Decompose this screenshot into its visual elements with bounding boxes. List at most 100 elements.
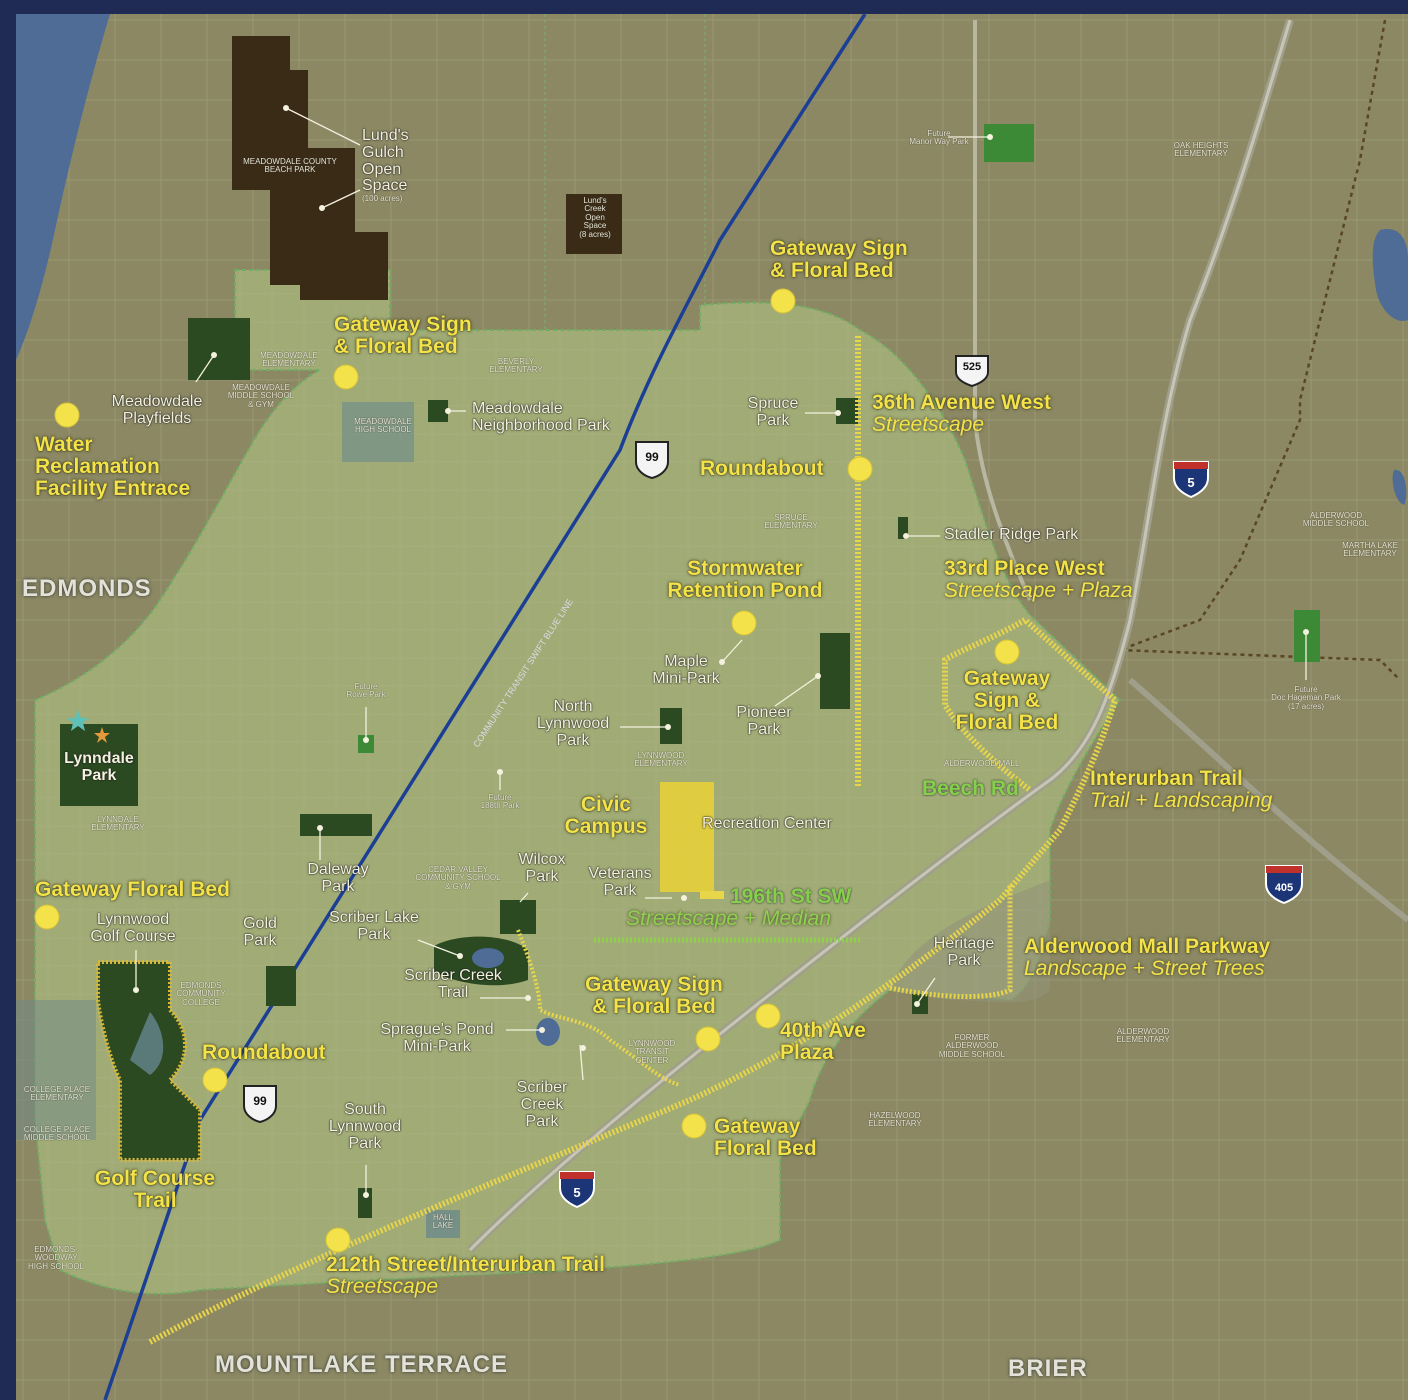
marker-212th[interactable] <box>325 1227 351 1253</box>
city-edmonds: EDMONDS <box>22 575 152 602</box>
label-beech-rd: Beech Rd <box>922 777 1019 800</box>
label-recreation-center: Recreation Center <box>702 815 832 832</box>
marker-gateway-meadowdale[interactable] <box>333 364 359 390</box>
label-stadler-ridge: Stadler Ridge Park <box>944 526 1079 543</box>
marker-water-reclamation[interactable] <box>54 402 80 428</box>
city-mountlake-terrace: MOUNTLAKE TERRACE <box>215 1351 508 1378</box>
svg-text:99: 99 <box>645 450 659 464</box>
marker-gateway-south-central[interactable] <box>695 1026 721 1052</box>
martha-lake <box>1372 229 1408 321</box>
marker-roundabout-south[interactable] <box>202 1067 228 1093</box>
i5-north-shield-icon: 5 <box>1173 461 1209 499</box>
label-gateway-south-central: Gateway Sign& Floral Bed <box>585 973 723 1019</box>
alderwood-mall-corridor <box>889 885 1013 1000</box>
puget-sound <box>16 14 110 360</box>
interurban-corridor <box>148 616 1119 1345</box>
lake-small-east <box>1392 469 1407 505</box>
i405-highway <box>1128 677 1408 923</box>
svg-text:5: 5 <box>573 1185 580 1200</box>
i5-south-shield-icon: 5 <box>559 1171 595 1209</box>
label-alderwood-mall-parkway: Alderwood Mall Parkway Landscape + Stree… <box>1024 935 1271 981</box>
label-roundabout-south: Roundabout <box>202 1041 326 1064</box>
label-interurban-trail: Interurban Trail Trail + Landscaping <box>1090 767 1273 813</box>
marker-gateway-alderwood[interactable] <box>994 639 1020 665</box>
meadowdale-playfields-shape <box>188 318 250 380</box>
svg-text:99: 99 <box>253 1094 267 1108</box>
marker-stormwater[interactable] <box>731 610 757 636</box>
sr525-highway <box>973 20 1032 601</box>
svg-text:405: 405 <box>1275 882 1293 894</box>
sr99-north-shield-icon: 99 <box>635 441 669 480</box>
star-teal-icon <box>67 710 89 731</box>
label-gateway-meadowdale: Gateway Sign& Floral Bed <box>334 313 472 359</box>
label-33rd-place: 33rd Place West Streetscape + Plaza <box>944 557 1133 603</box>
marker-gateway-floral-west[interactable] <box>34 904 60 930</box>
label-gateway-floral-west: Gateway Floral Bed <box>35 878 230 901</box>
transit-line <box>103 13 867 1400</box>
marker-gateway-floral-south[interactable] <box>681 1113 707 1139</box>
label-gateway-north: Gateway Sign& Floral Bed <box>770 237 908 283</box>
label-212th-street: 212th Street/Interurban Trail Streetscap… <box>326 1253 605 1299</box>
marker-40th-ave[interactable] <box>755 1003 781 1029</box>
star-orange-icon <box>94 727 110 743</box>
i405-shield-icon: 405 <box>1265 865 1303 905</box>
marker-gateway-north[interactable] <box>770 288 796 314</box>
svg-text:525: 525 <box>963 361 981 373</box>
lunds-gulch-open-space <box>232 36 388 300</box>
label-alderwood-mall: ALDERWOOD MALL <box>944 759 1020 768</box>
label-roundabout-north: Roundabout <box>700 457 824 480</box>
sr525-shield-icon: 525 <box>955 355 989 388</box>
label-36th-avenue: 36th Avenue West Streetscape <box>872 391 1051 437</box>
marker-roundabout-north[interactable] <box>847 456 873 482</box>
